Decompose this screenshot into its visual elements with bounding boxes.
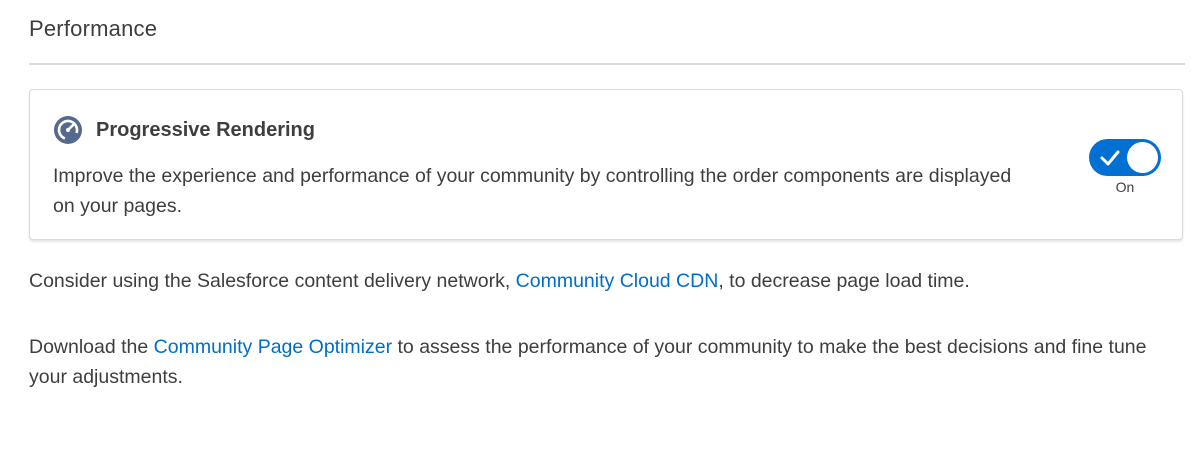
cdn-note-text-before: Consider using the Salesforce content de… (29, 270, 516, 292)
card-description: Improve the experience and performance o… (53, 165, 1012, 217)
progressive-rendering-toggle[interactable] (1089, 139, 1161, 176)
cdn-note-text-after: , to decrease page load time. (718, 270, 970, 292)
speedometer-icon (53, 115, 83, 145)
toggle-knob (1127, 142, 1158, 173)
card-title: Progressive Rendering (96, 119, 315, 141)
checkmark-icon (1099, 148, 1121, 168)
toggle-state-label: On (1115, 179, 1135, 195)
section-title: Performance (29, 16, 158, 41)
community-cloud-cdn-link[interactable]: Community Cloud CDN (515, 270, 719, 292)
optimizer-note: Download the Community Page Optimizer to… (29, 332, 1179, 392)
cdn-note: Consider using the Salesforce content de… (29, 266, 1179, 296)
optimizer-note-text-after: to assess the performance of your commun… (29, 336, 1147, 388)
section-divider (29, 63, 1185, 65)
progressive-rendering-card: Progressive Rendering Improve the experi… (29, 89, 1183, 240)
community-page-optimizer-link[interactable]: Community Page Optimizer (153, 336, 393, 358)
optimizer-note-text-before: Download the (29, 336, 154, 358)
